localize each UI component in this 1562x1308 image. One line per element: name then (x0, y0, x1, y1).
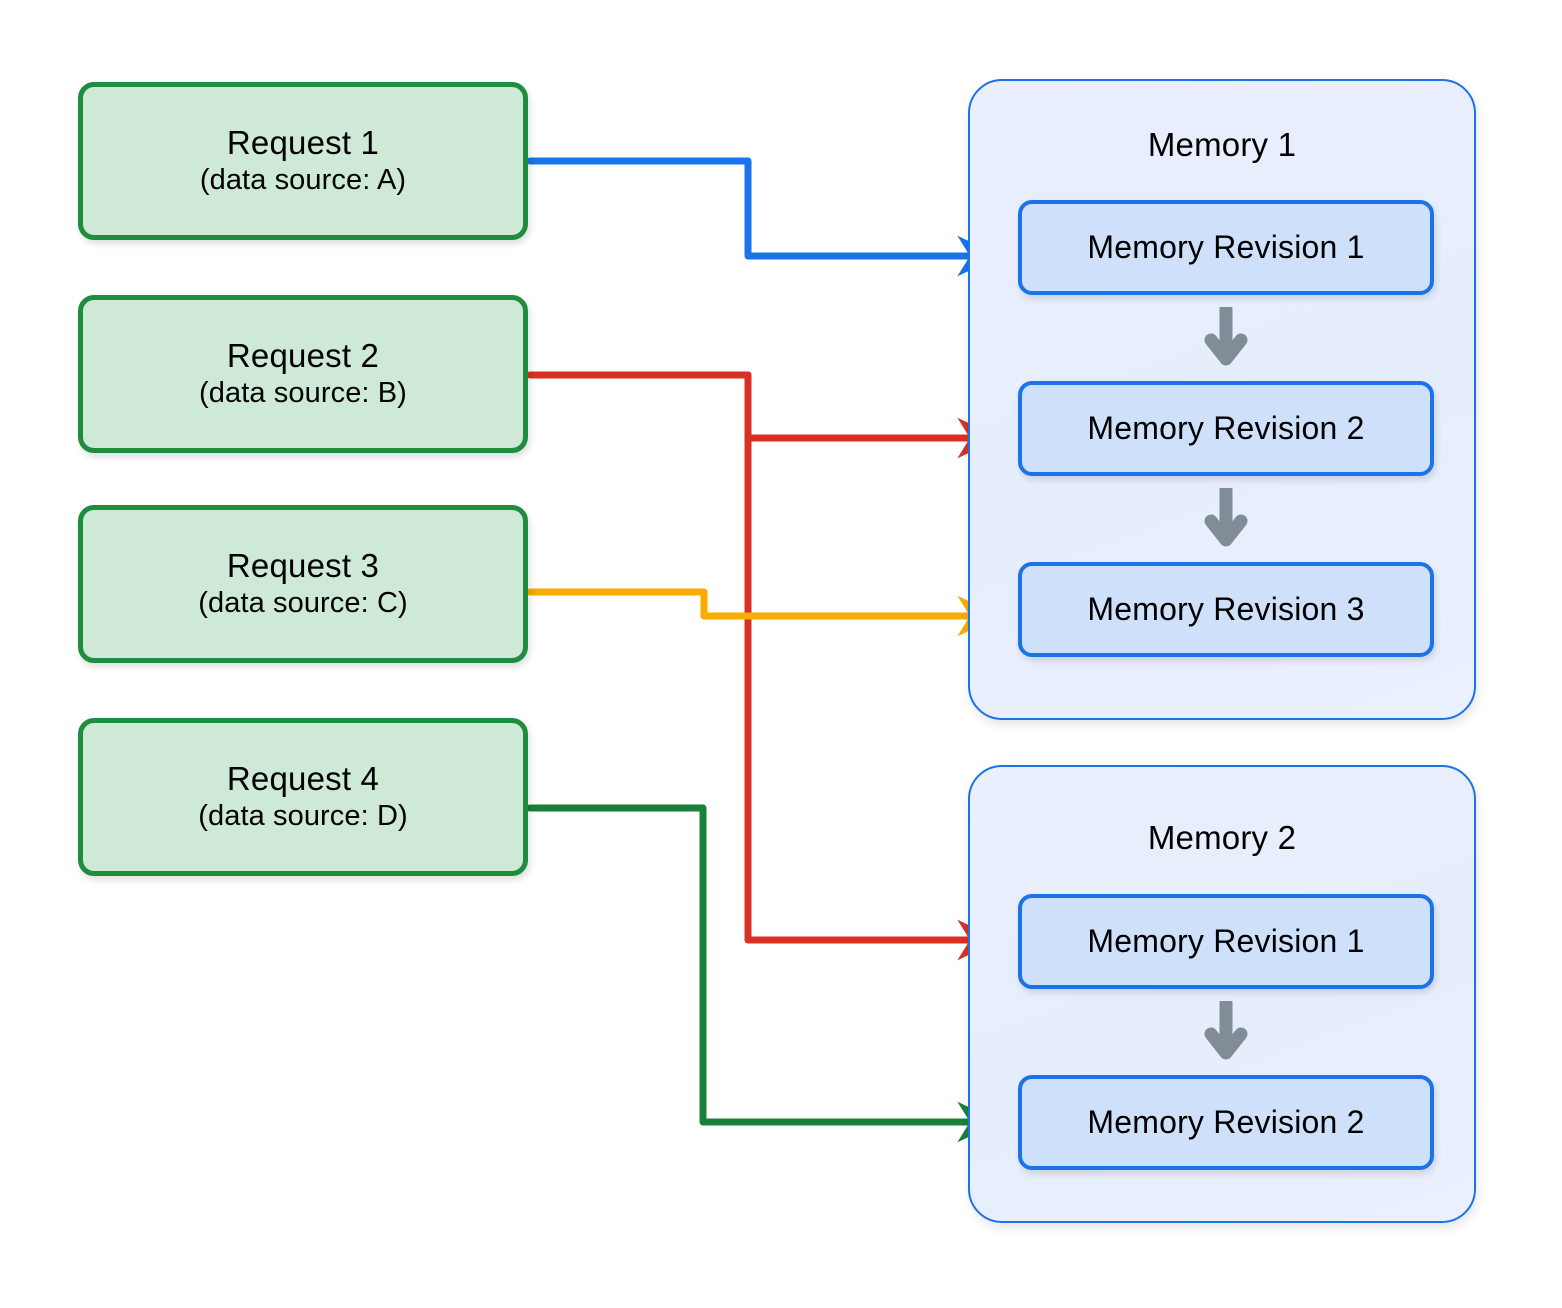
request-title: Request 3 (226, 547, 380, 585)
revision-label: Memory Revision 2 (1087, 410, 1365, 446)
revision-label: Memory Revision 1 (1087, 923, 1365, 959)
request-subtitle: (data source: D) (198, 800, 408, 833)
revision-label: Memory Revision 1 (1087, 229, 1365, 265)
request-title: Request 2 (226, 337, 380, 375)
memory-1-revision-3[interactable]: Memory Revision 3 (1018, 562, 1434, 657)
request-box-3[interactable]: Request 3 (data source: C) (78, 505, 528, 663)
request-box-1[interactable]: Request 1 (data source: A) (78, 82, 528, 240)
memory-1-revision-1[interactable]: Memory Revision 1 (1018, 200, 1434, 295)
request-subtitle: (data source: A) (199, 164, 407, 197)
request-title: Request 4 (226, 760, 380, 798)
memory-title: Memory 2 (1147, 819, 1297, 856)
request-title: Request 1 (226, 124, 380, 162)
memory-2-revision-1[interactable]: Memory Revision 1 (1018, 894, 1434, 989)
revision-label: Memory Revision 3 (1087, 591, 1365, 627)
revision-label: Memory Revision 2 (1087, 1104, 1365, 1140)
connector-request-2-a (526, 371, 1001, 459)
connector-request-3 (526, 588, 1001, 637)
request-box-4[interactable]: Request 4 (data source: D) (78, 718, 528, 876)
memory-container-2[interactable]: Memory 2 Memory Revision 1 Memory Revisi… (968, 765, 1476, 1223)
flow-arrow-icon (1204, 488, 1248, 547)
memory-2-revision-2[interactable]: Memory Revision 2 (1018, 1075, 1434, 1170)
memory-container-1[interactable]: Memory 1 Memory Revision 1 Memory Revisi… (968, 79, 1476, 720)
request-subtitle: (data source: C) (198, 587, 408, 620)
request-subtitle: (data source: B) (199, 377, 407, 410)
connector-request-1 (526, 157, 1001, 277)
connector-request-4 (526, 804, 1001, 1143)
flow-arrow-icon (1204, 1001, 1248, 1060)
connector-request-2-b (744, 371, 1001, 961)
memory-1-revision-2[interactable]: Memory Revision 2 (1018, 381, 1434, 476)
memory-title: Memory 1 (1147, 126, 1297, 163)
request-box-2[interactable]: Request 2 (data source: B) (78, 295, 528, 453)
flow-arrow-icon (1204, 307, 1248, 366)
